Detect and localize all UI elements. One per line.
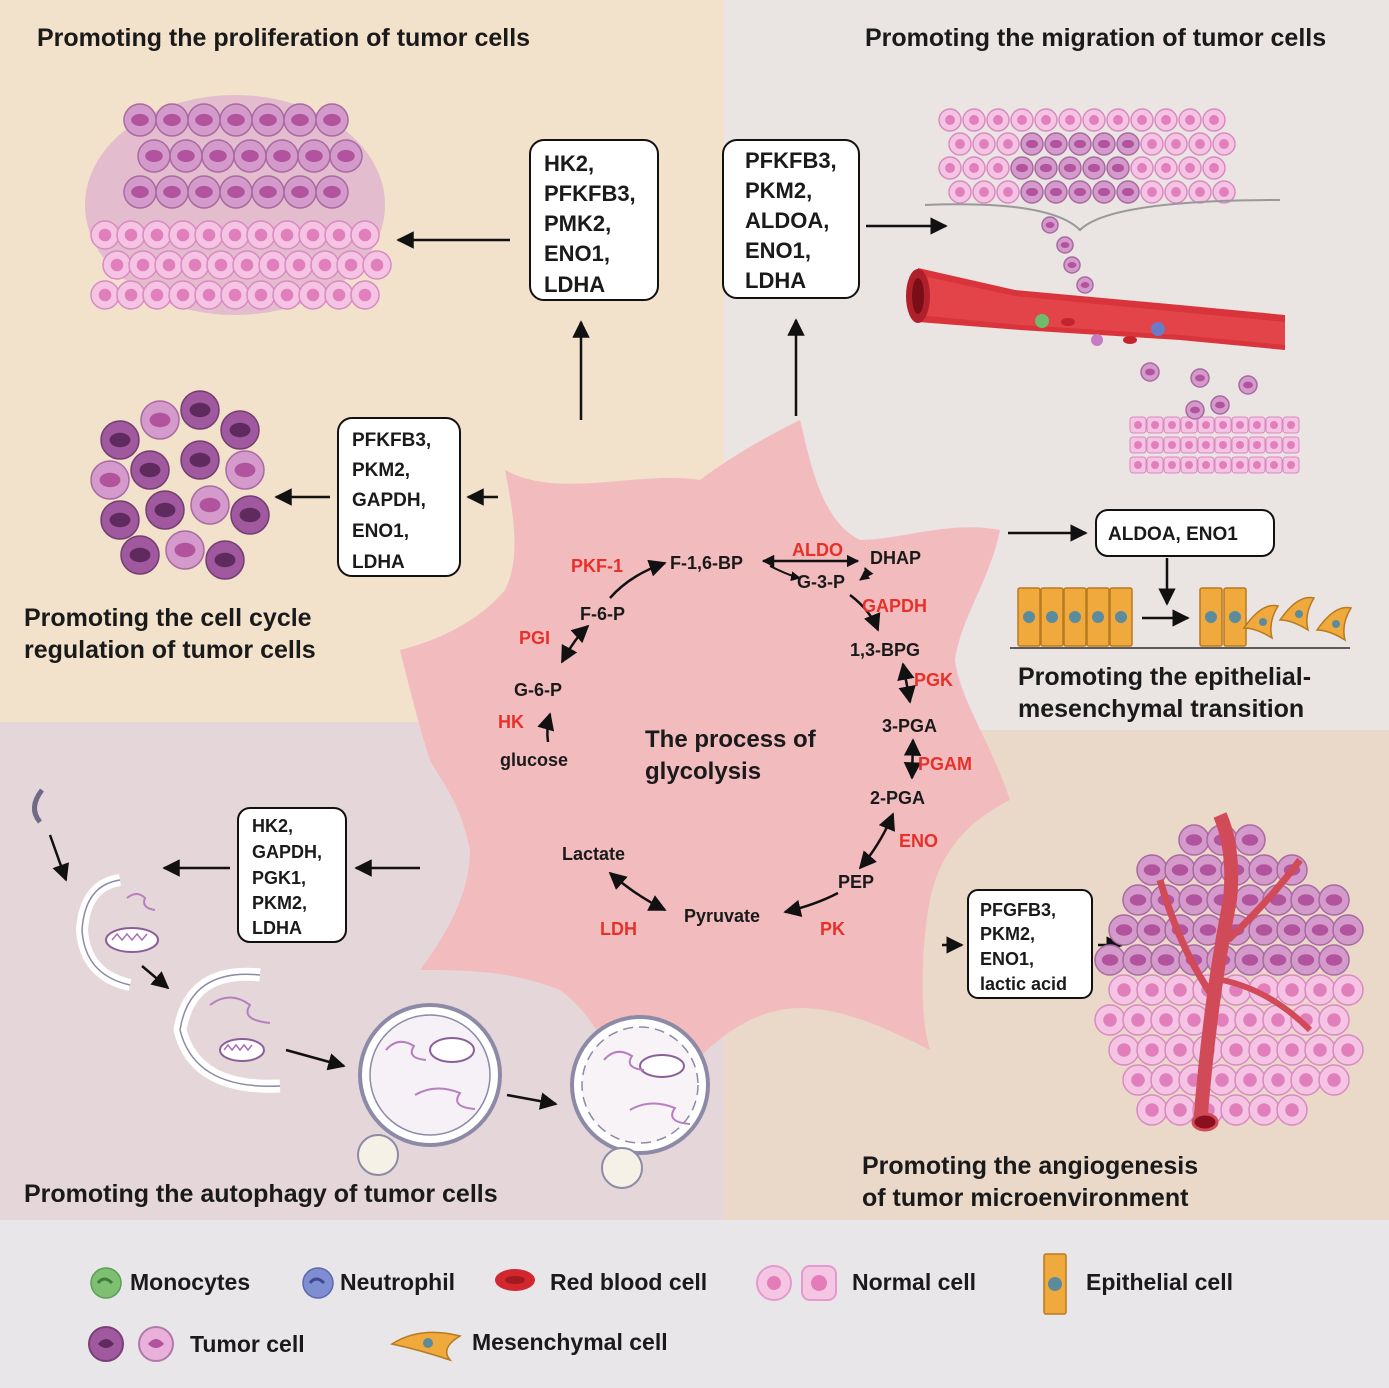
- box-autophagy-line: PKM2,: [252, 893, 307, 913]
- emt-illustration: [1010, 587, 1353, 649]
- box-cell-cycle: PFKFB3, PKM2, GAPDH, ENO1, LDHA: [337, 417, 461, 577]
- box-autophagy-line: GAPDH,: [252, 842, 322, 862]
- enzyme-pgi: PGI: [519, 628, 550, 648]
- box-proliferation-line: LDHA: [544, 272, 605, 297]
- enzyme-eno: ENO: [899, 831, 938, 851]
- neutrophil-icon: [302, 1267, 334, 1299]
- legend-normal-cell: Normal cell: [852, 1269, 976, 1295]
- metabolite-13bpg: 1,3-BPG: [850, 640, 920, 660]
- metabolite-g6p: G-6-P: [514, 680, 562, 700]
- metabolite-3pga: 3-PGA: [882, 716, 937, 736]
- metabolite-lactate: Lactate: [562, 844, 625, 864]
- box-angiogenesis: PFGFB3, PKM2, ENO1, lactic acid: [967, 889, 1093, 999]
- autophagy-illustration: [32, 788, 710, 1189]
- legend-epithelial-cell: Epithelial cell: [1086, 1269, 1233, 1295]
- tumor-cell-icon: [88, 1326, 174, 1362]
- title-cell-cycle-line2: regulation of tumor cells: [24, 636, 316, 664]
- box-migration-line: PFKFB3,: [745, 148, 837, 173]
- migration-illustration: [906, 108, 1300, 474]
- box-proliferation-line: HK2,: [544, 151, 594, 176]
- enzyme-pgk: PGK: [914, 670, 953, 690]
- center-title-line2: glycolysis: [645, 758, 761, 785]
- enzyme-gapdh: GAPDH: [862, 596, 927, 616]
- title-emt-line1: Promoting the epithelial-: [1018, 663, 1311, 691]
- box-cell-cycle-line: PKM2,: [352, 460, 410, 481]
- box-migration: PFKFB3, PKM2, ALDOA, ENO1, LDHA: [722, 139, 860, 299]
- legend-red-blood-cell: Red blood cell: [550, 1269, 707, 1295]
- legend-mesenchymal-cell: Mesenchymal cell: [472, 1329, 668, 1355]
- box-emt-line: ALDOA, ENO1: [1108, 524, 1238, 545]
- proliferation-tumor-cluster: [85, 95, 392, 315]
- box-emt: ALDOA, ENO1: [1095, 509, 1275, 557]
- title-emt-line2: mesenchymal transition: [1018, 695, 1304, 723]
- box-angiogenesis-line: ENO1,: [980, 949, 1034, 969]
- glycolysis-cycle: glucose G-6-P F-6-P F-1,6-BP DHAP G-3-P …: [498, 540, 972, 939]
- central-cell-shape: [400, 420, 1010, 1130]
- box-proliferation-line: ENO1,: [544, 241, 610, 266]
- box-proliferation: HK2, PFKFB3, PMK2, ENO1, LDHA: [529, 139, 659, 301]
- box-migration-line: PKM2,: [745, 178, 812, 203]
- enzyme-hk: HK: [498, 712, 524, 732]
- metabolite-2pga: 2-PGA: [870, 788, 925, 808]
- box-cell-cycle-line: PFKFB3,: [352, 430, 431, 451]
- enzyme-aldo: ALDO: [792, 540, 843, 560]
- box-proliferation-line: PMK2,: [544, 211, 611, 236]
- monocyte-icon: [90, 1267, 122, 1299]
- enzyme-pgam: PGAM: [918, 754, 972, 774]
- box-cell-cycle-line: ENO1,: [352, 521, 409, 542]
- metabolite-f6p: F-6-P: [580, 604, 625, 624]
- red-blood-cell-icon: [495, 1269, 535, 1291]
- metabolite-dhap: DHAP: [870, 548, 921, 568]
- legend-monocytes: Monocytes: [130, 1269, 250, 1295]
- box-angiogenesis-line: lactic acid: [980, 974, 1067, 994]
- angiogenesis-cluster: [1094, 812, 1364, 1132]
- box-angiogenesis-line: PFGFB3,: [980, 900, 1056, 920]
- legend-panel: [0, 1220, 1389, 1388]
- box-proliferation-line: PFKFB3,: [544, 181, 636, 206]
- enzyme-pk: PK: [820, 919, 845, 939]
- flow-arrows: [48, 217, 1190, 1110]
- center-title-line1: The process of: [645, 726, 817, 753]
- box-autophagy-line: HK2,: [252, 816, 293, 836]
- box-autophagy-line: PGK1,: [252, 868, 306, 888]
- enzyme-pkf1: PKF-1: [571, 556, 623, 576]
- title-angiogenesis-line1: Promoting the angiogenesis: [862, 1152, 1198, 1180]
- metabolite-g3p: G-3-P: [797, 572, 845, 592]
- cell-cycle-cluster: [90, 390, 270, 580]
- box-cell-cycle-line: LDHA: [352, 552, 405, 573]
- title-proliferation: Promoting the proliferation of tumor cel…: [37, 24, 530, 52]
- legend: Monocytes Neutrophil Red blood cell Norm…: [88, 1253, 1233, 1362]
- box-cell-cycle-line: GAPDH,: [352, 490, 426, 511]
- title-autophagy: Promoting the autophagy of tumor cells: [24, 1180, 498, 1208]
- title-migration: Promoting the migration of tumor cells: [865, 24, 1326, 52]
- legend-tumor-cell: Tumor cell: [190, 1331, 305, 1357]
- metabolite-f16bp: F-1,6-BP: [670, 553, 743, 573]
- title-cell-cycle-line1: Promoting the cell cycle: [24, 604, 312, 632]
- box-autophagy-line: LDHA: [252, 918, 302, 938]
- legend-neutrophil: Neutrophil: [340, 1269, 455, 1295]
- title-angiogenesis-line2: of tumor microenvironment: [862, 1184, 1189, 1212]
- box-migration-line: ALDOA,: [745, 208, 829, 233]
- enzyme-ldh: LDH: [600, 919, 637, 939]
- mesenchymal-cell-icon: [390, 1331, 462, 1362]
- blood-vessel: [906, 268, 1285, 350]
- metabolite-pyruvate: Pyruvate: [684, 906, 760, 926]
- box-autophagy: HK2, GAPDH, PGK1, PKM2, LDHA: [237, 807, 347, 943]
- box-migration-line: ENO1,: [745, 238, 811, 263]
- box-migration-line: LDHA: [745, 268, 806, 293]
- normal-cell-icon: [756, 1265, 837, 1301]
- metabolite-pep: PEP: [838, 872, 874, 892]
- metabolite-glucose: glucose: [500, 750, 568, 770]
- blood-vessel: [1193, 812, 1239, 1126]
- epithelial-cell-icon: [1043, 1253, 1067, 1315]
- box-angiogenesis-line: PKM2,: [980, 924, 1035, 944]
